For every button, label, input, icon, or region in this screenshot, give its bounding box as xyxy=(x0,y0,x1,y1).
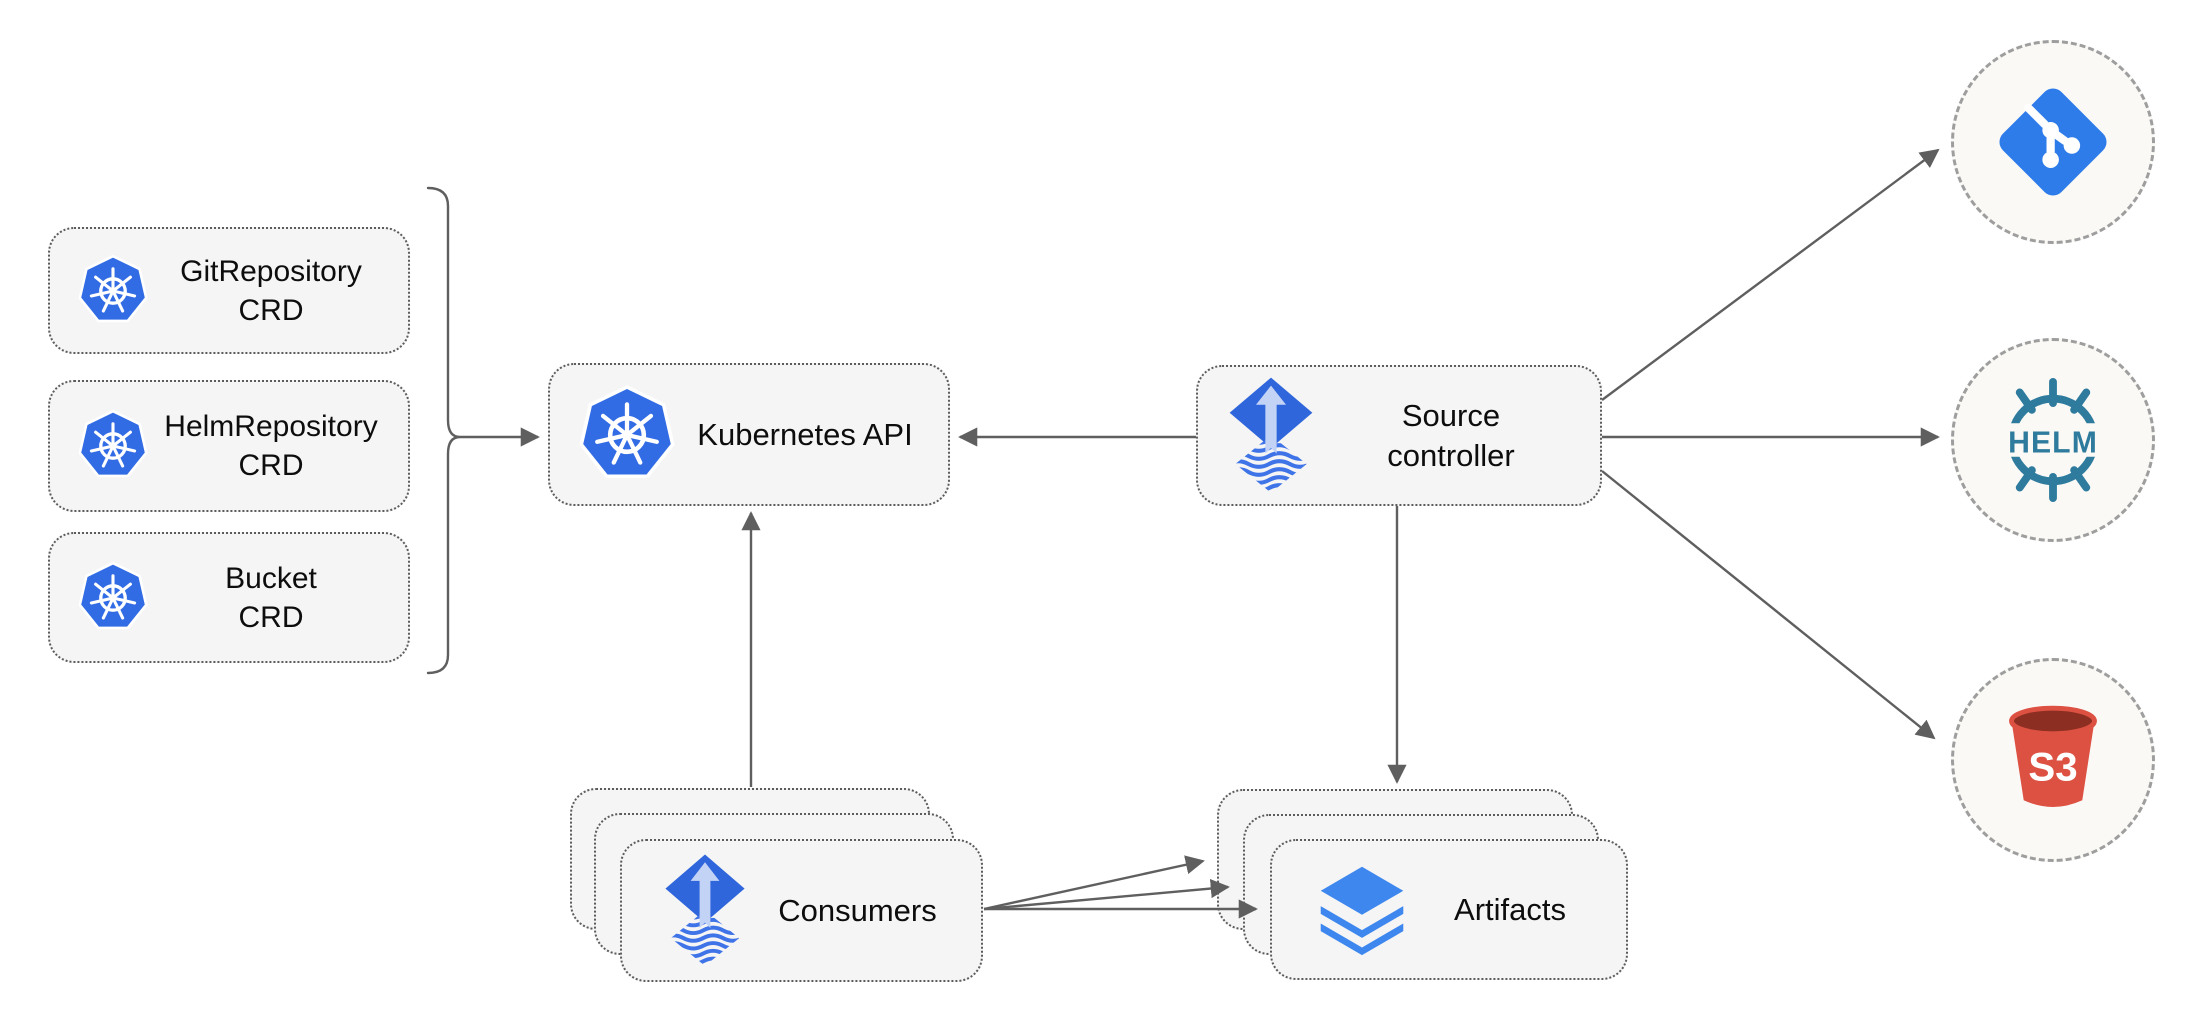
flux-icon xyxy=(1224,376,1318,496)
external-s3-bucket: S3 xyxy=(1951,658,2155,862)
node-source-controller: Source controller xyxy=(1196,365,1602,506)
node-label: Bucket CRD xyxy=(225,561,317,634)
node-gitrepository-crd: GitRepository CRD xyxy=(48,227,410,354)
node-label: Consumers xyxy=(778,892,937,928)
kubernetes-icon xyxy=(576,384,678,486)
node-bucket-crd: Bucket CRD xyxy=(48,532,410,663)
node-kubernetes-api: Kubernetes API xyxy=(548,363,950,506)
kubernetes-icon xyxy=(78,409,148,478)
node-label: HelmRepository CRD xyxy=(164,410,378,482)
s3-wordmark: S3 xyxy=(2028,745,2077,790)
helm-wordmark: HELM xyxy=(2008,426,2098,459)
edge-source-controller-to-s3 xyxy=(1601,470,1936,740)
node-label: Artifacts xyxy=(1454,891,1566,927)
edge-consumers-to-artifacts-1 xyxy=(983,855,1205,911)
s3-icon: S3 xyxy=(1992,699,2114,821)
node-label: GitRepository CRD xyxy=(180,254,362,327)
crd-group-bracket xyxy=(426,186,461,675)
node-label: Kubernetes API xyxy=(697,416,913,452)
node-helmrepository-crd: HelmRepository CRD xyxy=(48,380,410,512)
external-git-repository xyxy=(1951,40,2155,244)
flux-icon xyxy=(660,853,750,969)
edge-source-controller-to-git xyxy=(1601,148,1940,401)
node-artifacts: Artifacts xyxy=(1270,839,1628,980)
edge-consumers-to-artifacts-2 xyxy=(983,878,1230,911)
layers-icon xyxy=(1320,866,1404,955)
node-label: Source controller xyxy=(1387,397,1515,473)
kubernetes-icon xyxy=(78,254,148,323)
kubernetes-icon xyxy=(78,561,148,630)
external-helm-repository: HELM xyxy=(1951,338,2155,542)
node-consumers: Consumers xyxy=(620,839,983,982)
helm-icon: HELM xyxy=(1986,373,2120,507)
git-icon xyxy=(1994,83,2112,201)
